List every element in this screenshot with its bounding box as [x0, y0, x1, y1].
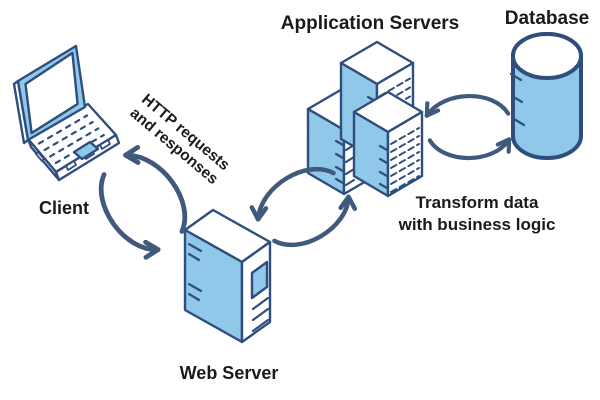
database-cylinder-icon	[509, 32, 583, 160]
svg-text:with business logic: with business logic	[398, 215, 556, 234]
vent-hatching	[378, 127, 420, 193]
http-requests-edge-label: HTTP requests and responses	[127, 91, 233, 188]
database-top	[511, 32, 583, 80]
laptop-screen	[24, 51, 79, 135]
laptop-keyboard	[37, 114, 105, 165]
server-tower-icon	[183, 208, 272, 344]
exchange-arrows-appservers-database	[427, 96, 509, 158]
svg-text:Transform data: Transform data	[416, 193, 539, 212]
web-server-label: Web Server	[180, 363, 279, 383]
database-label: Database	[505, 8, 590, 29]
laptop-icon	[12, 44, 121, 182]
server-vents	[187, 242, 270, 333]
client-label: Client	[39, 198, 89, 218]
transform-data-edge-label: Transform data with business logic	[398, 193, 556, 234]
server-drive-bay	[250, 260, 269, 300]
server-stack-icon	[306, 40, 424, 198]
application-servers-label: Application Servers	[281, 13, 459, 34]
app-server-box-right	[352, 90, 424, 198]
database-ticks	[509, 72, 526, 127]
laptop-trackpad	[72, 140, 100, 161]
